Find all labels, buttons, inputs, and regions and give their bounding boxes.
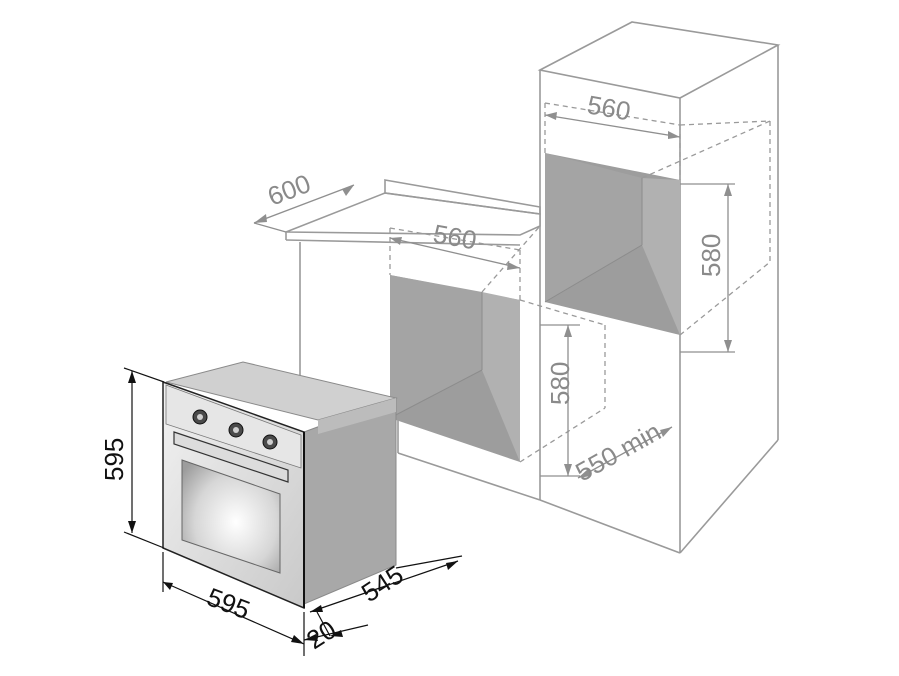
door-handle	[173, 431, 289, 483]
black-arrowheads	[128, 371, 458, 644]
oven	[162, 361, 398, 610]
gray-arrowheads	[254, 112, 732, 478]
undercounter-niche	[389, 225, 606, 463]
column-niche	[544, 102, 771, 336]
column-height-label: 580	[696, 234, 726, 277]
control-knob-1	[192, 409, 208, 425]
oven-height-label: 595	[99, 438, 129, 481]
door-depth-label: 20	[301, 614, 342, 655]
control-knob-2	[228, 422, 244, 438]
counter-depth-label: 600	[263, 168, 314, 212]
min-depth-label: 550 min	[570, 416, 665, 487]
oven-window	[181, 459, 281, 574]
undercounter-cabinet	[285, 179, 541, 501]
column-width-label: 560	[585, 89, 633, 126]
undercounter-width-label: 560	[431, 218, 479, 255]
undercounter-height-label: 580	[545, 362, 575, 405]
gray-dimension-lines	[253, 114, 735, 479]
control-knob-3	[262, 434, 278, 450]
